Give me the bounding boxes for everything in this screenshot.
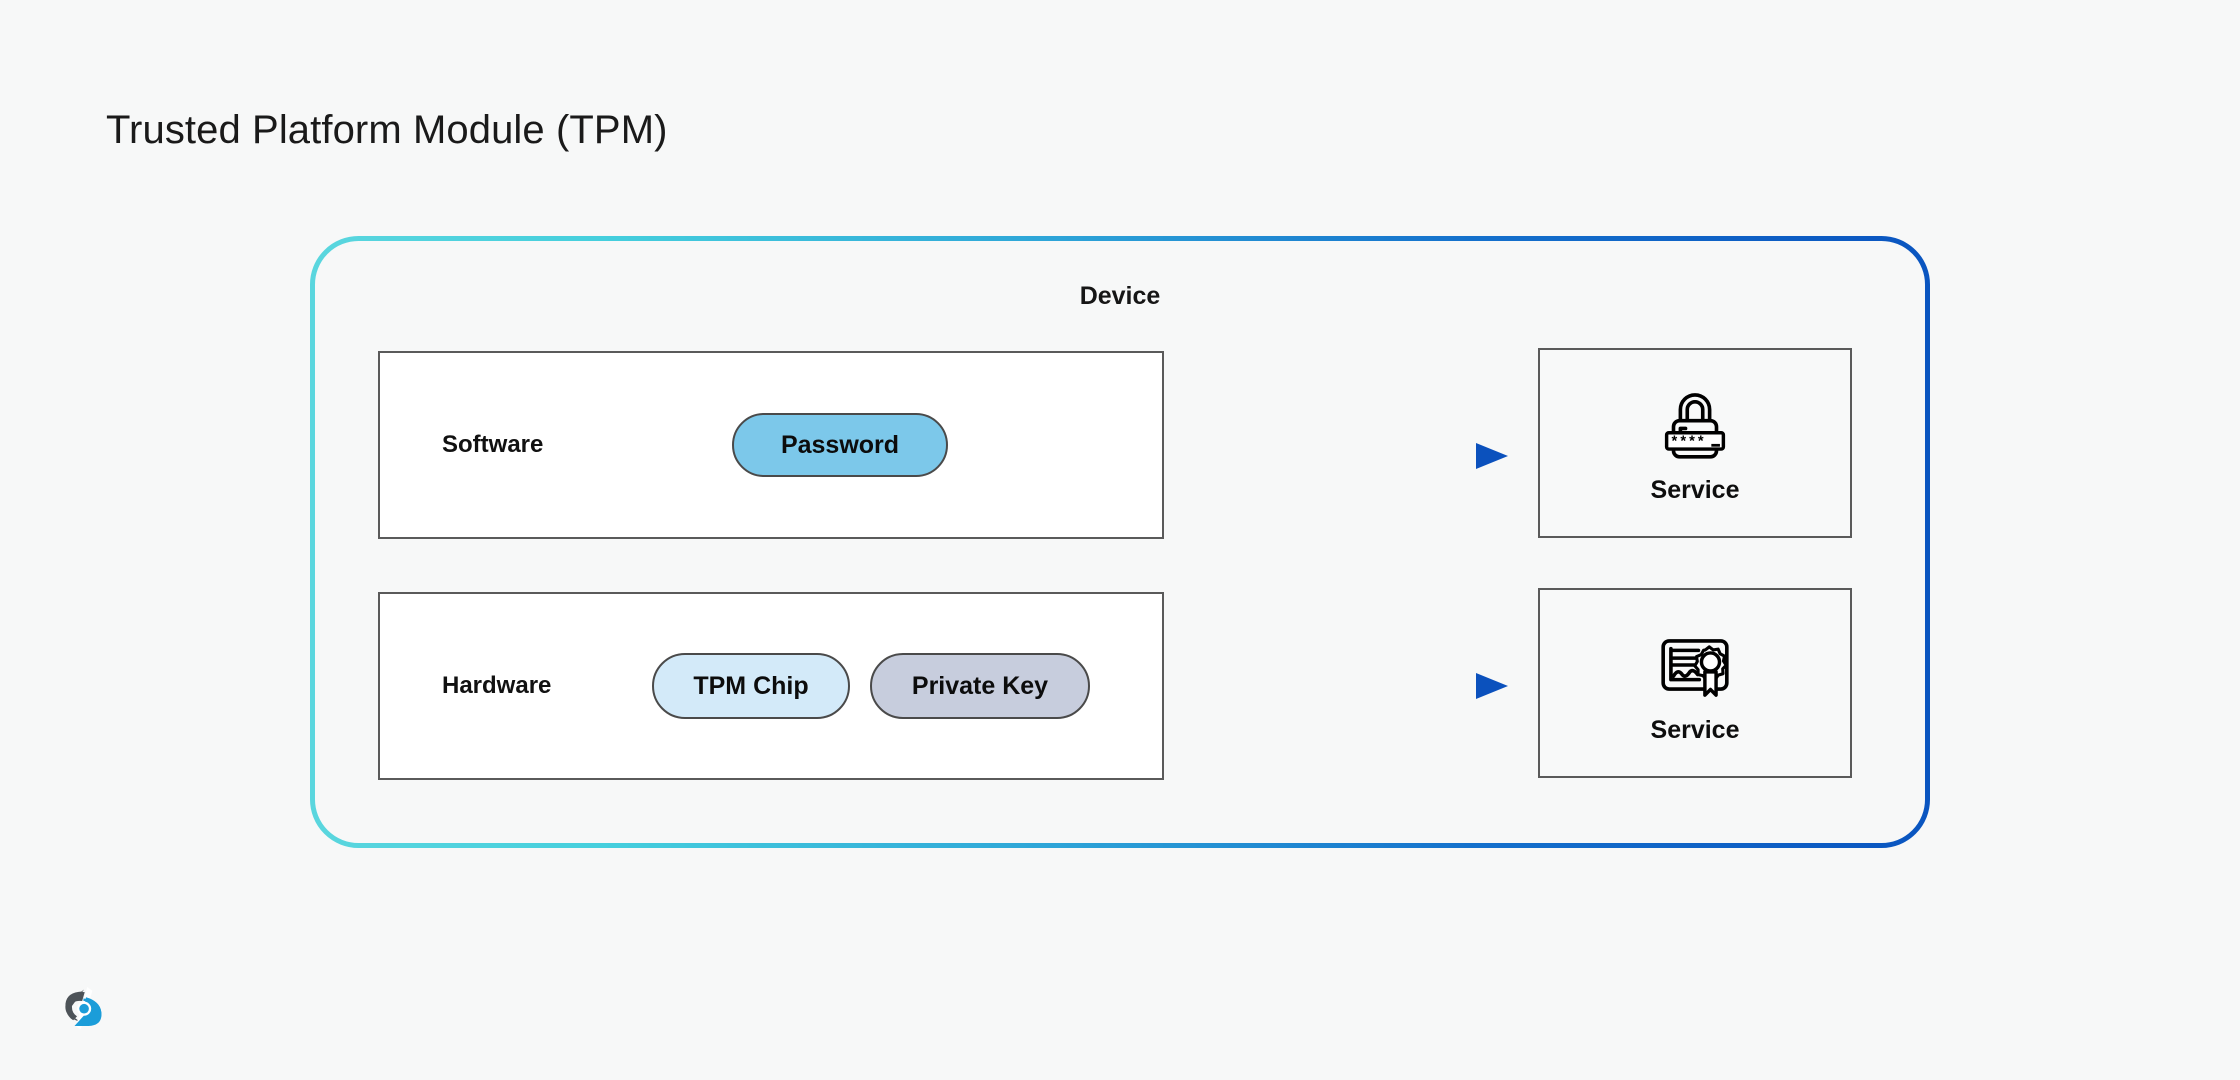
device-title: Device	[1079, 282, 1161, 310]
pill-tpm-chip[interactable]: TPM Chip	[652, 653, 850, 719]
software-layer-box: Software Password	[378, 351, 1164, 539]
service-box-certificate[interactable]: Service	[1538, 588, 1852, 778]
device-container: Device Software Password Hardware TPM Ch…	[310, 236, 1930, 848]
software-layer-label: Software	[442, 431, 544, 458]
hardware-layer-box: Hardware TPM Chip Private Key	[378, 592, 1164, 780]
brand-logo	[65, 986, 102, 1030]
service-label: Service	[1650, 475, 1740, 504]
page-title: Trusted Platform Module (TPM)	[106, 108, 668, 152]
certificate-seal-icon	[1661, 638, 1729, 697]
password-mask-text: ****	[1670, 435, 1705, 451]
hardware-layer-label: Hardware	[442, 672, 552, 699]
pill-private-key[interactable]: Private Key	[870, 653, 1090, 719]
service-label: Service	[1650, 715, 1740, 744]
pill-password[interactable]: Password	[732, 413, 948, 477]
padlock-password-icon: ****	[1664, 392, 1726, 459]
service-box-password[interactable]: **** Service	[1538, 348, 1852, 538]
